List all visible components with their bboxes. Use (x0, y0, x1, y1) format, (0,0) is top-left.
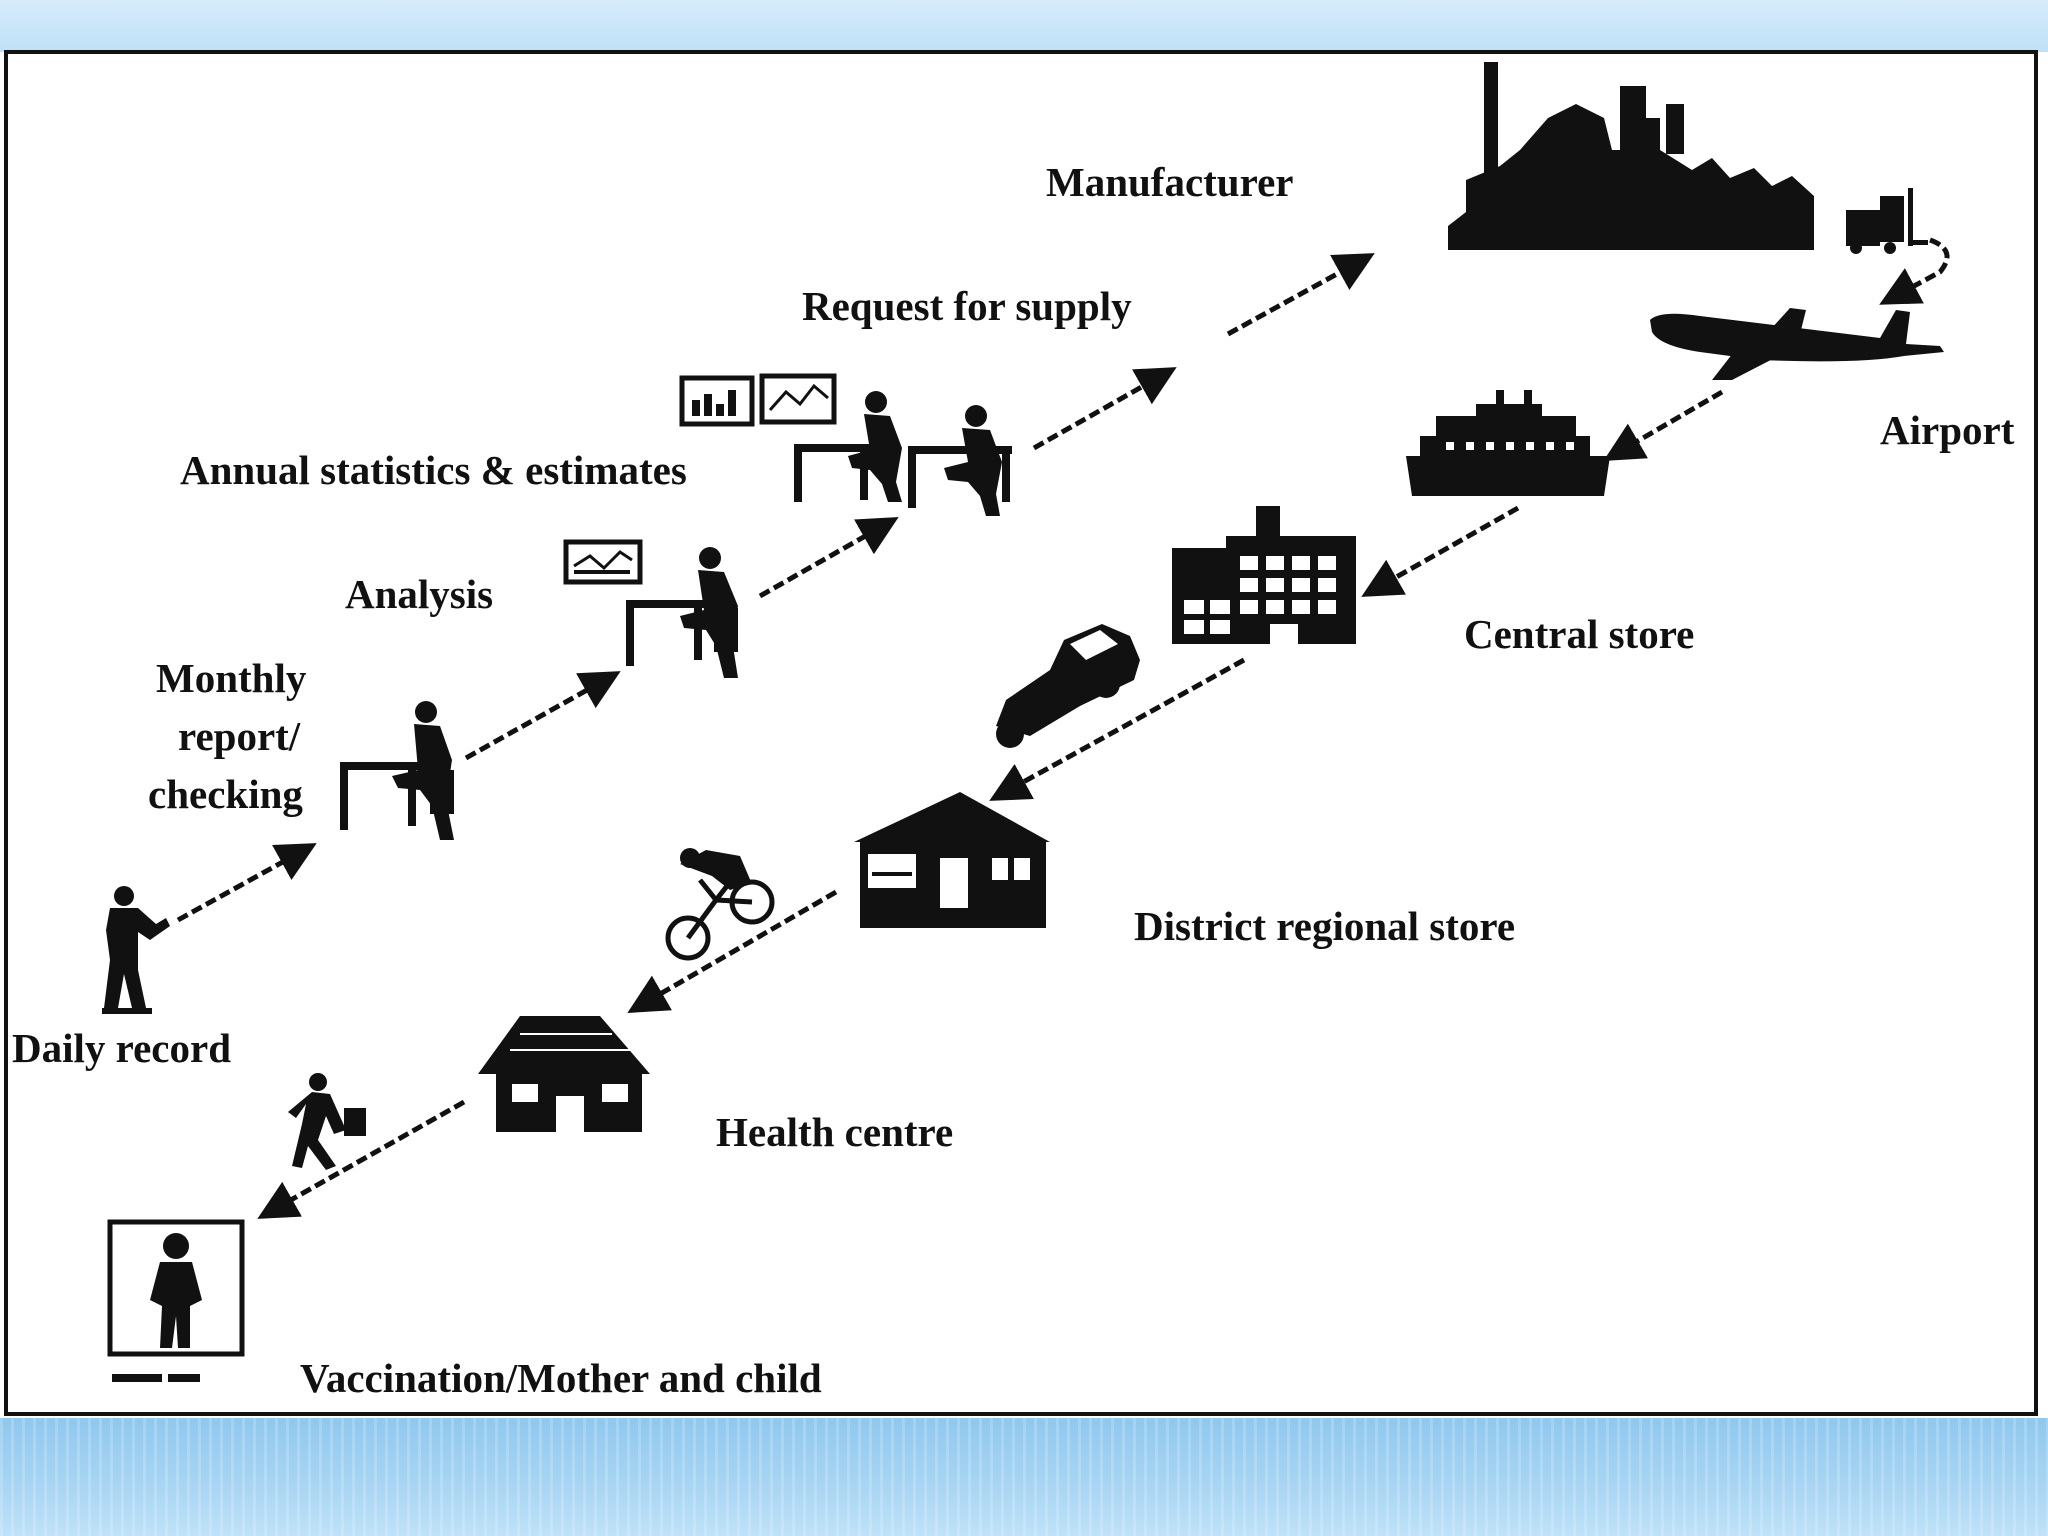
arrow-analysis-to-annual (758, 517, 899, 599)
arrow-monthly-to-analysis (464, 671, 621, 761)
bicycle-icon (665, 848, 775, 961)
store-building-icon (854, 792, 1050, 928)
label-monthly-line2: report/ (178, 713, 301, 759)
hut-icon (478, 1016, 650, 1132)
label-vaccination: Vaccination/Mother and child (300, 1355, 822, 1401)
desk-worker-icon (626, 547, 738, 678)
label-manufacturer: Manufacturer (1046, 159, 1293, 205)
label-daily-record: Daily record (12, 1025, 231, 1071)
desk-worker-icon (794, 391, 902, 502)
arrow-daily-to-monthly (176, 843, 317, 923)
chart-board-icon (563, 539, 643, 585)
label-central-store: Central store (1464, 611, 1694, 657)
label-request-for-supply: Request for supply (802, 283, 1132, 329)
top-band (0, 0, 2048, 52)
arrow-central-to-district (989, 657, 1246, 801)
arrow-ship-to-central-store (1361, 505, 1520, 597)
forklift-icon (1846, 188, 1928, 254)
arrow-forklift-to-airport (1879, 237, 1950, 305)
bottom-band (0, 1418, 2048, 1536)
label-health-centre: Health centre (716, 1109, 953, 1155)
arrow-request-to-manufacturer (1226, 253, 1375, 337)
label-monthly-line1: Monthly (156, 655, 307, 701)
arrow-airport-to-ship (1603, 389, 1724, 462)
walking-person-icon (288, 1073, 366, 1170)
desk-worker-icon (908, 405, 1012, 516)
truck-icon (996, 624, 1140, 748)
label-airport: Airport (1880, 407, 2015, 453)
arrow-district-to-health (627, 889, 838, 1014)
person-writing-icon (102, 886, 170, 1014)
ship-icon (1406, 390, 1610, 496)
airplane-icon (1650, 308, 1944, 380)
chart-board-icon (679, 375, 755, 427)
desk-worker-icon (340, 701, 454, 840)
chart-board-icon (759, 373, 837, 425)
factory-icon (1448, 62, 1814, 250)
arrow-health-to-vaccination (257, 1099, 466, 1219)
label-analysis: Analysis (345, 571, 493, 617)
office-building-icon (1172, 506, 1356, 644)
mother-child-icon (107, 1219, 245, 1382)
label-annual-statistics: Annual statistics & estimates (180, 447, 687, 493)
label-monthly-line3: checking (148, 771, 303, 817)
label-district-regional-store: District regional store (1134, 903, 1515, 949)
arrow-annual-to-request (1032, 367, 1177, 451)
